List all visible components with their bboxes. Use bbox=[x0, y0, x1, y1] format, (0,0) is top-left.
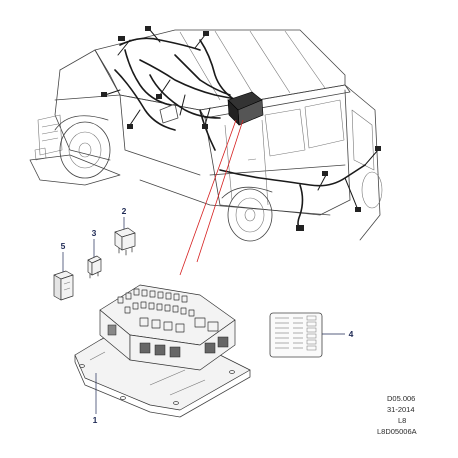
ref-line-1: D05.006 bbox=[387, 394, 415, 403]
wiring-harness bbox=[101, 26, 381, 231]
fuse-part-3 bbox=[87, 255, 102, 279]
callout-1-number: 1 bbox=[93, 415, 98, 425]
callout-5-number: 5 bbox=[61, 241, 66, 251]
fuse-box-location bbox=[227, 91, 264, 126]
label-grid bbox=[275, 315, 317, 351]
callout-3-number: 3 bbox=[92, 228, 97, 238]
fuse-label-part-4 bbox=[269, 312, 323, 358]
callout-4: 4 bbox=[322, 329, 354, 339]
ref-line-3: L8 bbox=[398, 416, 406, 425]
fuse-box-part-1 bbox=[74, 284, 251, 418]
vehicle-outline bbox=[29, 29, 383, 242]
circuit-breaker-part-5 bbox=[53, 270, 74, 301]
callout-2-number: 2 bbox=[122, 206, 127, 216]
callout-4-number: 4 bbox=[349, 329, 354, 339]
callout-1: 1 bbox=[93, 373, 98, 425]
reference-block: D05.006 31-2014 L8 L8D05006A bbox=[377, 394, 417, 436]
callout-3: 3 bbox=[92, 228, 97, 257]
ref-line-4: L8D05006A bbox=[377, 427, 417, 436]
callout-5: 5 bbox=[61, 241, 66, 272]
ref-line-2: 31-2014 bbox=[387, 405, 415, 414]
relay-part-2 bbox=[114, 227, 136, 256]
callout-2: 2 bbox=[122, 206, 127, 229]
locator-lines bbox=[179, 119, 244, 276]
fuse-rows bbox=[117, 288, 219, 333]
